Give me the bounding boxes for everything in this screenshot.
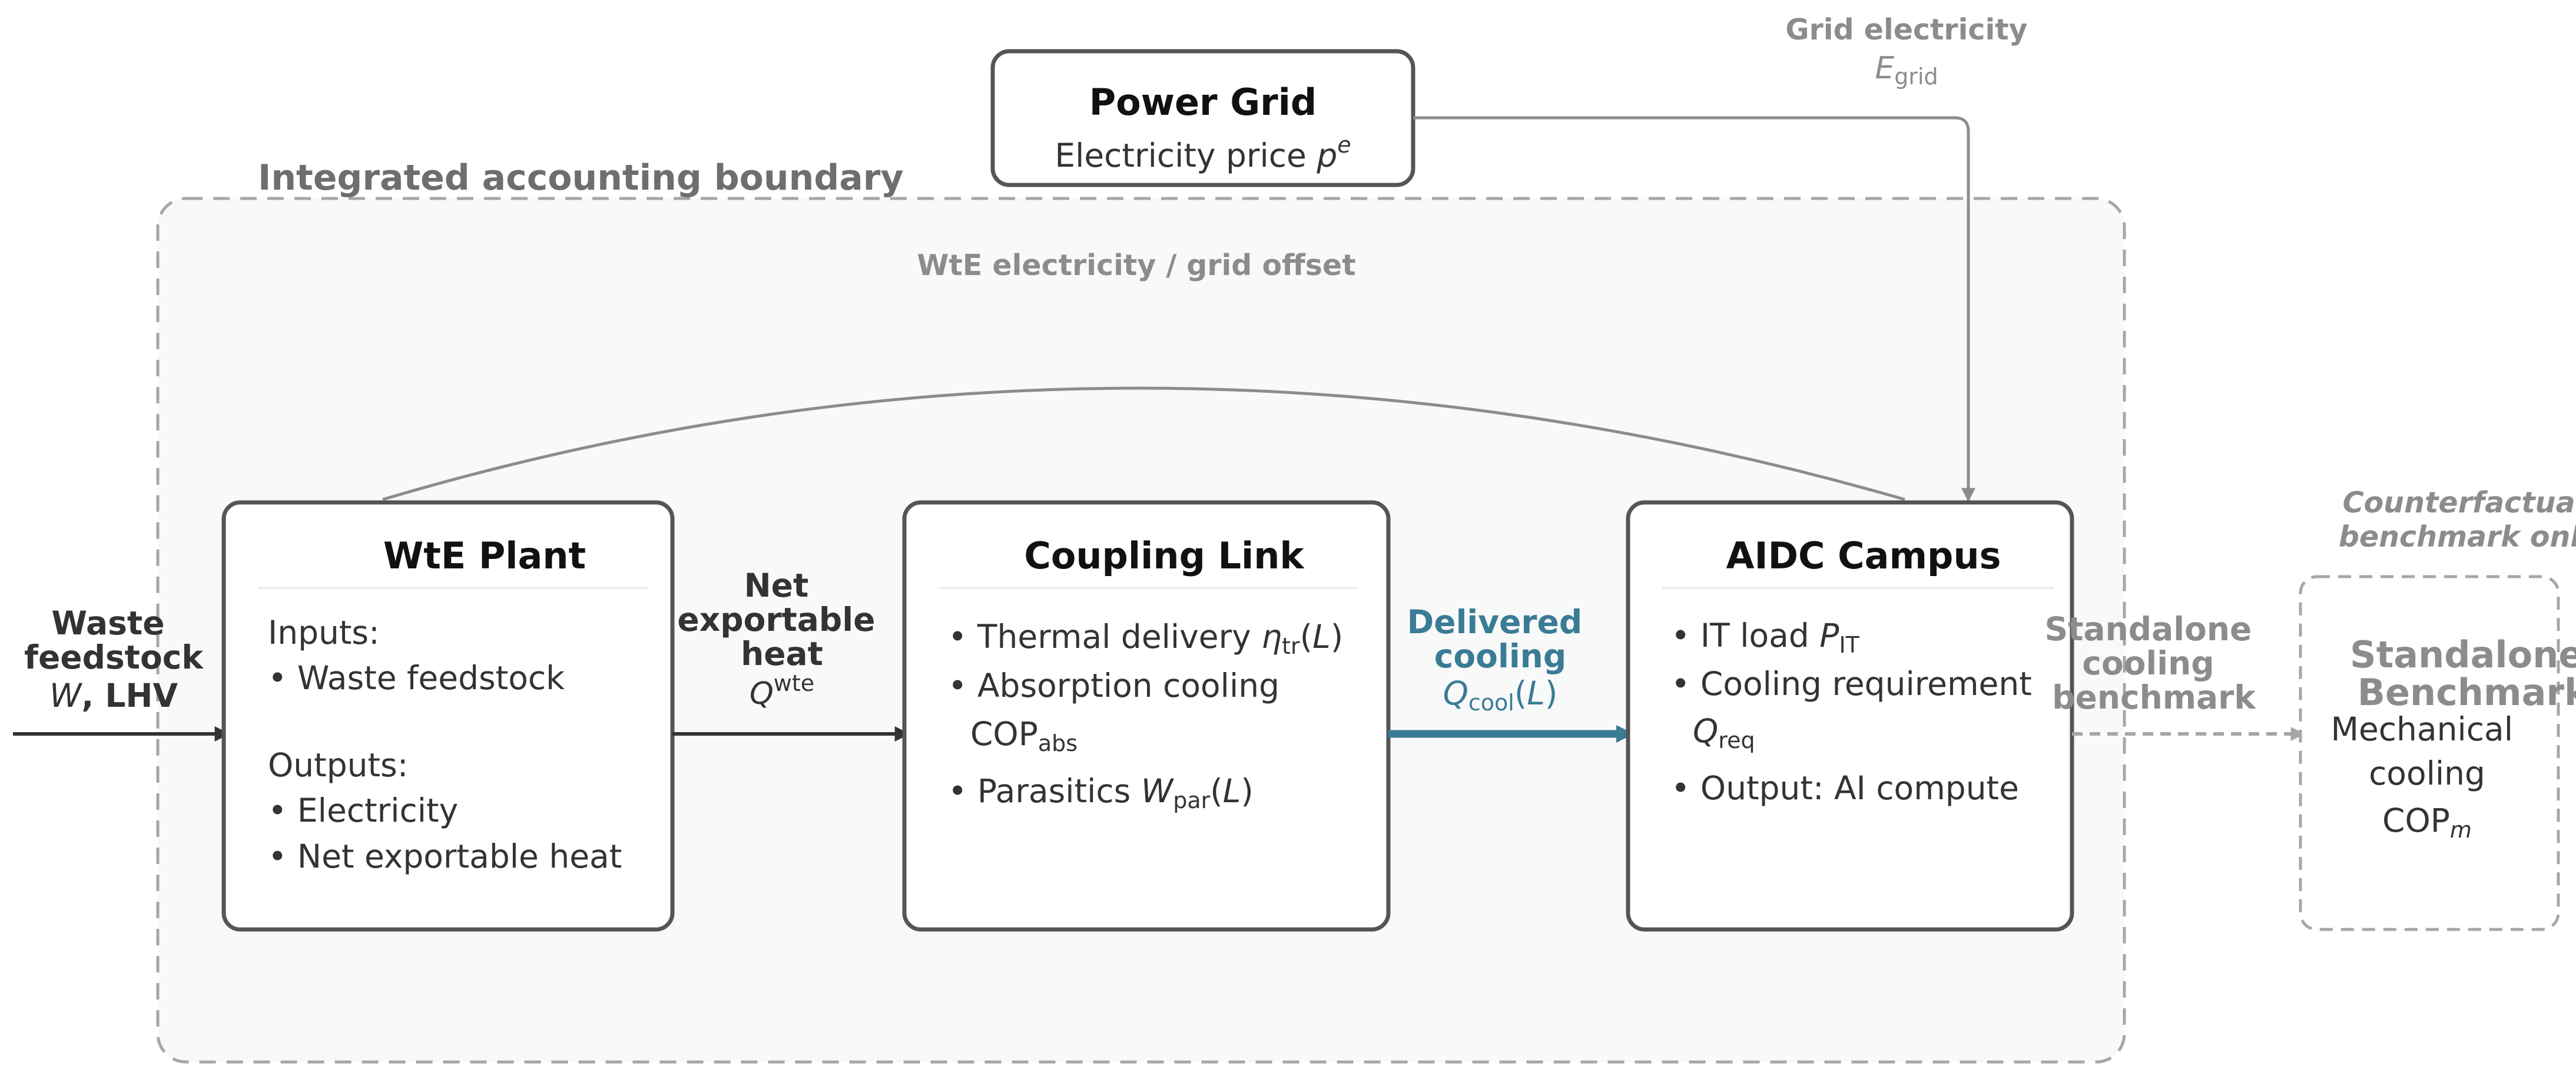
aidc-q-req: Qreq bbox=[1693, 712, 1755, 753]
standalone-benchmark-box bbox=[2299, 575, 2560, 931]
grid-electricity-symbol: Egrid bbox=[1875, 51, 1938, 90]
delivered-cooling-label: Delivered cooling bbox=[1407, 603, 1594, 675]
coupling-absorption-cooling: • Absorption cooling bbox=[948, 667, 1279, 704]
electricity-price: Electricity price pe bbox=[1055, 132, 1351, 174]
counterfactual-note: Counterfactual benchmark only bbox=[2339, 486, 2576, 554]
wte-plant-title: WtE Plant bbox=[383, 534, 586, 577]
grid-offset-arc bbox=[382, 386, 1905, 501]
net-heat-symbol: Qwte bbox=[750, 670, 814, 712]
coupling-parasitics: • Parasitics Wpar(L) bbox=[948, 772, 1254, 813]
aidc-it-load: • IT load PIT bbox=[1671, 617, 1860, 658]
net-heat-label: Net exportable heat bbox=[677, 567, 886, 673]
delivered-cooling-symbol: Qcool(L) bbox=[1443, 674, 1558, 716]
standalone-benchmark-cop: COPm bbox=[2382, 802, 2472, 843]
aidc-campus-box bbox=[1626, 500, 2074, 932]
waste-feedstock-label: Waste feedstock bbox=[24, 604, 204, 676]
standalone-benchmark-title: Standalone Benchmark bbox=[2350, 633, 2576, 714]
coupling-link-title: Coupling Link bbox=[1024, 534, 1305, 577]
aidc-campus-title: AIDC Campus bbox=[1726, 534, 2001, 577]
coupling-thermal-delivery: • Thermal delivery ηtr(L) bbox=[948, 618, 1343, 659]
grid-offset-label: WtE electricity / grid offset bbox=[917, 249, 1355, 282]
coupling-link-box bbox=[902, 500, 1391, 932]
aidc-output: • Output: AI compute bbox=[1671, 769, 2019, 807]
boundary-label: Integrated accounting boundary bbox=[258, 157, 903, 198]
power-grid-title: Power Grid bbox=[1089, 81, 1317, 124]
wte-input-item: • Waste feedstock bbox=[268, 659, 565, 697]
coupling-cop-abs: COPabs bbox=[970, 715, 1078, 756]
wte-inputs-heading: Inputs: bbox=[268, 614, 380, 651]
grid-electricity-arrow bbox=[1413, 116, 1975, 502]
aidc-cooling-requirement: • Cooling requirement bbox=[1671, 665, 2032, 703]
standalone-benchmark-desc: Mechanical cooling bbox=[2331, 710, 2524, 792]
grid-electricity-label: Grid electricity bbox=[1785, 13, 2027, 47]
wte-output-item-electricity: • Electricity bbox=[268, 792, 458, 829]
wte-plant-box bbox=[221, 500, 675, 932]
wte-outputs-heading: Outputs: bbox=[268, 746, 408, 784]
standalone-link-label: Standalone cooling benchmark bbox=[2045, 610, 2263, 716]
wte-output-item-heat: • Net exportable heat bbox=[268, 838, 622, 875]
waste-feedstock-symbol: W, LHV bbox=[49, 677, 178, 714]
